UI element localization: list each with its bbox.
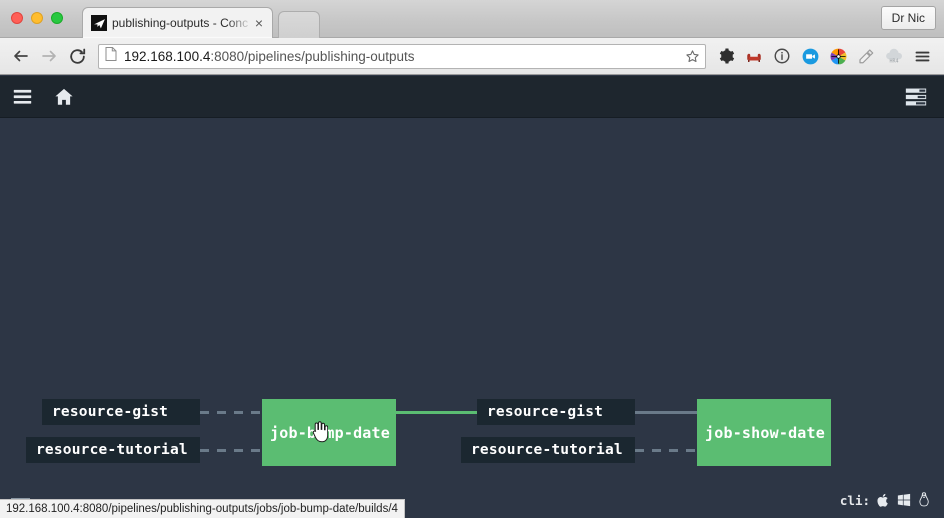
browser-tab-title: publishing-outputs - Conc — [112, 16, 249, 30]
url-host: 192.168.100.4 — [124, 48, 211, 64]
browser-status-bar: 192.168.100.4:8080/pipelines/publishing-… — [0, 499, 405, 518]
chrome-menu-icon[interactable] — [908, 42, 936, 70]
app-top-bar — [0, 76, 944, 118]
extension-toolbar: HR4 — [712, 42, 936, 70]
video-camera-icon[interactable] — [796, 42, 824, 70]
address-bar[interactable]: 192.168.100.4:8080/pipelines/publishing-… — [98, 43, 706, 69]
browser-toolbar: 192.168.100.4:8080/pipelines/publishing-… — [0, 38, 944, 75]
pipeline-node-resource-tutorial-2[interactable]: resource-tutorial — [461, 437, 635, 463]
cli-downloads: cli: — [840, 492, 930, 508]
back-button[interactable] — [8, 43, 34, 69]
pipeline-node-job-bump-date[interactable]: job-bump-date — [262, 399, 396, 466]
pipeline-node-resource-gist-1[interactable]: resource-gist — [42, 399, 200, 425]
browser-tab-active[interactable]: publishing-outputs - Conc × — [82, 7, 273, 38]
cloud-hr4-icon[interactable]: HR4 — [880, 42, 908, 70]
groups-list-icon[interactable] — [902, 83, 930, 111]
sidebar-toggle-icon[interactable] — [8, 83, 36, 111]
svg-text:HR4: HR4 — [889, 59, 898, 65]
pipeline-canvas[interactable]: resource-gist resource-tutorial job-bump… — [0, 118, 944, 518]
concourse-app: resource-gist resource-tutorial job-bump… — [0, 76, 944, 518]
reload-button[interactable] — [64, 43, 90, 69]
edge-resource-gist-2-to-job-show-date — [635, 411, 697, 414]
color-wheel-icon[interactable] — [824, 42, 852, 70]
paintbrush-icon[interactable] — [852, 42, 880, 70]
maximize-window-button[interactable] — [51, 12, 63, 24]
pipeline-node-resource-tutorial-1[interactable]: resource-tutorial — [26, 437, 200, 463]
edge-resource-tutorial-2-to-job-show-date — [635, 449, 697, 452]
home-icon[interactable] — [50, 83, 78, 111]
close-tab-icon[interactable]: × — [254, 15, 264, 31]
pipeline-node-resource-gist-2[interactable]: resource-gist — [477, 399, 635, 425]
gear-icon[interactable] — [712, 42, 740, 70]
info-circle-icon[interactable] — [768, 42, 796, 70]
page-document-icon — [105, 46, 118, 66]
bookmark-star-icon[interactable] — [683, 49, 701, 64]
cli-label: cli: — [839, 492, 870, 508]
windows-icon[interactable] — [897, 493, 911, 507]
address-bar-url: 192.168.100.4:8080/pipelines/publishing-… — [124, 49, 683, 64]
edge-resource-gist-1-to-job-bump-date — [200, 411, 262, 414]
couch-icon[interactable] — [740, 42, 768, 70]
concourse-plane-icon — [91, 15, 107, 31]
edge-job-bump-date-to-resource-gist-2 — [396, 411, 477, 414]
close-window-button[interactable] — [11, 12, 23, 24]
minimize-window-button[interactable] — [31, 12, 43, 24]
pipeline-node-job-show-date[interactable]: job-show-date — [697, 399, 831, 466]
tab-strip: publishing-outputs - Conc × Dr Nic — [0, 0, 944, 38]
url-path: :8080/pipelines/publishing-outputs — [210, 48, 415, 64]
edge-resource-tutorial-1-to-job-bump-date — [200, 449, 262, 452]
window-traffic-lights — [11, 12, 63, 24]
forward-button[interactable] — [36, 43, 62, 69]
apple-icon[interactable] — [877, 493, 890, 508]
profile-button[interactable]: Dr Nic — [880, 6, 936, 30]
new-tab-button[interactable] — [278, 11, 320, 38]
linux-icon[interactable] — [918, 492, 930, 508]
